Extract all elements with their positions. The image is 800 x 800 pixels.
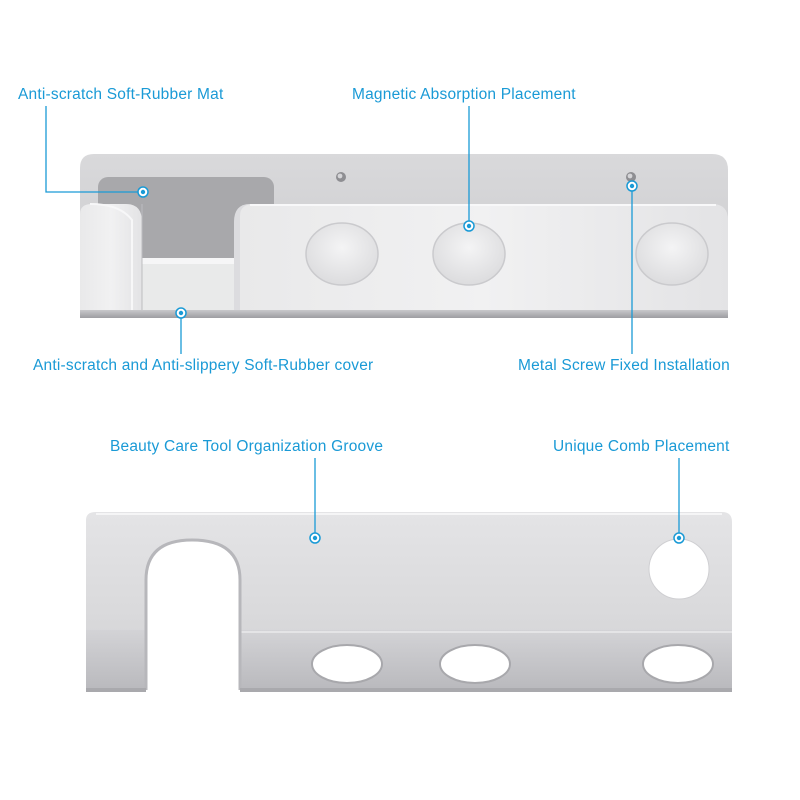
soft-rubber-cover	[142, 258, 234, 316]
leader-soft-rubber-mat	[45, 106, 143, 193]
shelf-hole	[642, 644, 714, 684]
screw-head-icon	[336, 172, 346, 182]
callout-magnetic-placement: Magnetic Absorption Placement	[352, 86, 576, 103]
shelf-hole	[311, 644, 383, 684]
callout-comb-placement: Unique Comb Placement	[553, 438, 730, 455]
bottom-shelf	[86, 630, 732, 690]
dot-ring-icon	[463, 220, 475, 232]
comb-hole	[648, 538, 710, 600]
magnet-hole	[635, 222, 709, 286]
dot-ring-icon	[309, 532, 321, 544]
top-holder	[80, 154, 728, 318]
top-bottom-edge	[80, 310, 728, 318]
magnet-hole	[305, 222, 379, 286]
callout-organization-groove: Beauty Care Tool Organization Groove	[110, 438, 384, 455]
callout-metal-screw: Metal Screw Fixed Installation	[518, 357, 730, 374]
shelf-hole	[439, 644, 511, 684]
callout-markers	[137, 180, 685, 544]
callout-soft-rubber-mat: Anti-scratch Soft-Rubber Mat	[18, 86, 224, 103]
organization-groove	[146, 540, 240, 690]
callout-soft-rubber-cover: Anti-scratch and Anti-slippery Soft-Rubb…	[33, 357, 374, 374]
dot-ring-icon	[175, 307, 187, 319]
bottom-holder	[86, 512, 732, 692]
magnet-hole	[432, 222, 506, 286]
screw-head-icon	[626, 172, 636, 182]
callout-lines	[45, 106, 680, 538]
dot-ring-icon	[626, 180, 638, 192]
left-bent-tab	[80, 204, 142, 316]
dot-ring-icon	[137, 186, 149, 198]
dot-ring-icon	[673, 532, 685, 544]
